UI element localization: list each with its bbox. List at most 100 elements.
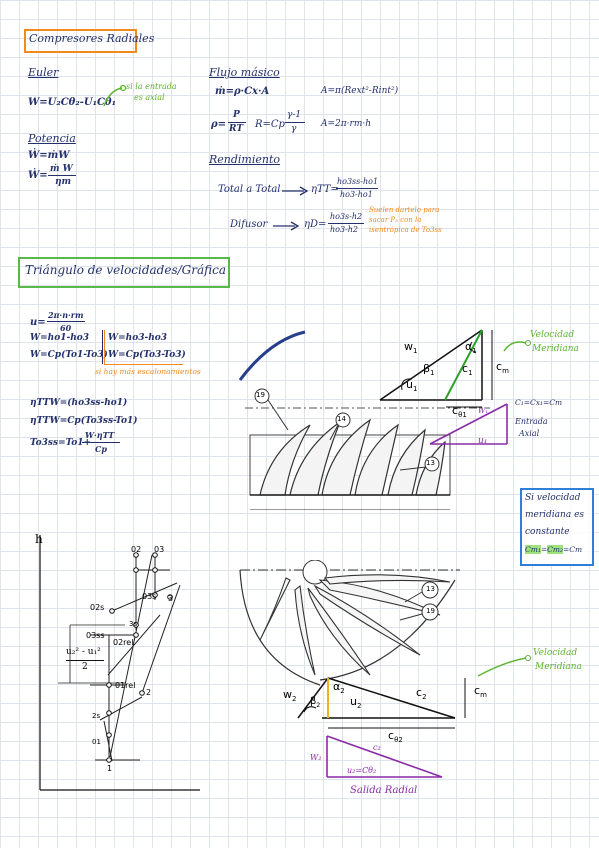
flujo-r: R=Cp — [255, 119, 285, 130]
difusor-label: Difusor — [230, 219, 268, 230]
flujo-r-den: γ — [291, 124, 297, 134]
rendimiento-heading: Rendimiento — [209, 153, 281, 166]
euler-formula: W=U₂Cθ₂-U₁Cθ₁ — [28, 97, 116, 108]
inlet-c1: c1 — [462, 362, 473, 378]
outlet-c2: c2 — [416, 686, 427, 702]
impeller-callout-19: 19 — [256, 391, 265, 399]
eff-eq-2: ηTTW=Cp(To3ss-To1) — [30, 416, 138, 426]
outlet-purple-triangle — [326, 735, 443, 778]
inlet-vel-mer-2: Meridiana — [532, 344, 579, 354]
flujo-rho-num: P — [233, 110, 240, 120]
inlet-velocity-triangle — [379, 329, 493, 408]
work-note: si hay más escalonamientos — [95, 367, 201, 376]
u-bar — [47, 321, 85, 322]
hs-2s: 2s — [92, 712, 101, 720]
inlet-ctheta1: cθ1 — [452, 404, 467, 420]
hs-1: 1 — [107, 764, 113, 773]
euler-note-line2: es axial — [134, 93, 165, 102]
euler-note-arrow — [103, 84, 127, 107]
meridional-box-line2: meridiana es — [525, 510, 585, 520]
potencia-formula-2: Ẇ= — [28, 170, 48, 181]
potencia-fraction-bar — [48, 175, 76, 176]
flujo-heading: Flujo másico — [209, 66, 280, 79]
difusor-bar — [328, 223, 364, 224]
difusor-den: ho3-h2 — [330, 225, 359, 234]
tt-num: ho3ss-ho1 — [337, 177, 379, 186]
tt-bar — [336, 188, 378, 189]
hs-03s: 03s — [142, 592, 157, 601]
outlet-tri-u2: u₂=Cθ₂ — [347, 766, 377, 775]
inlet-tri-w1: W₁ — [478, 407, 489, 415]
outlet-salida: Salida Radial — [350, 785, 418, 796]
inlet-alpha1: α1 — [465, 340, 477, 356]
potencia-heading: Potencia — [28, 132, 76, 145]
front-callout-13: 13 — [426, 585, 435, 593]
work-eq-3: W=ho3-ho3 — [108, 333, 168, 343]
tt-eq: ηTT= — [311, 184, 339, 195]
work-eq-1: W=ho1-ho3 — [30, 333, 90, 343]
work-divider — [102, 330, 103, 364]
outlet-alpha2: α2 — [333, 680, 345, 696]
potencia-den: ηm — [55, 177, 72, 187]
eff-eq-3-bar — [82, 442, 120, 443]
outlet-vel-mer-1: Velocidad — [533, 648, 578, 658]
eff-eq-3-num: W·ηTT — [85, 430, 115, 440]
eff-eq-1: ηTTW=(ho3ss-ho1) — [30, 398, 128, 408]
flujo-rho-den: RT — [229, 124, 244, 134]
flujo-rho-bar — [228, 122, 246, 123]
difusor-note-2: sacar P₃ con la — [369, 216, 422, 224]
inlet-tri-u1: u₁ — [478, 436, 488, 446]
work-bracket — [104, 330, 183, 365]
hs-2: 2 — [146, 688, 152, 697]
difusor-note-3: isentrópica de To3ss — [369, 226, 442, 234]
hs-frac-den: 2 — [82, 662, 88, 672]
inlet-u1: u1 — [406, 378, 418, 394]
hs-frac-bar — [66, 660, 104, 661]
eff-eq-3-den: Cp — [95, 444, 107, 454]
front-callout-19: 19 — [426, 607, 435, 615]
outlet-vel-mer-2: Meridiana — [535, 662, 582, 672]
hs-01: 01 — [92, 738, 101, 746]
outlet-beta2: β2 — [310, 696, 321, 709]
hs-02: 02 — [131, 545, 142, 554]
work-eq-2: W=Cp(To1-To3) — [30, 350, 108, 360]
outlet-tri-w2: W₂ — [310, 753, 322, 762]
inlet-entrada-2: Axial — [519, 429, 540, 438]
inlet-relation: C₁=Cx₁=Cm — [515, 398, 563, 407]
potencia-num: ṁ W — [50, 164, 73, 174]
hs-diagram — [39, 535, 200, 791]
hs-axis-h: h — [35, 532, 43, 546]
hs-03ss: 03ss — [86, 631, 105, 640]
difusor-note-1: Suelen dartelo para — [369, 206, 440, 214]
flujo-r-num: γ-1 — [287, 110, 302, 120]
flujo-r-bar — [285, 122, 305, 123]
impeller-callout-14: 14 — [337, 415, 346, 423]
tt-arrow — [282, 186, 309, 196]
section2-title-box — [18, 257, 230, 288]
outlet-meridional-arrow — [477, 655, 531, 677]
cm1-highlight: Cm₁ — [525, 545, 541, 554]
hs-02s: 02s — [90, 603, 105, 612]
inlet-beta1: β1 — [423, 362, 435, 378]
hs-3s: 3s — [129, 620, 138, 628]
flujo-rho: ρ= — [211, 119, 227, 130]
difusor-arrow — [273, 221, 300, 231]
inlet-meridional-arrow — [503, 340, 531, 352]
inlet-w1: w1 — [404, 340, 418, 356]
outlet-velocity-triangle — [297, 677, 466, 729]
impeller-side-view — [238, 330, 490, 510]
difusor-num: ho3s-h2 — [330, 212, 363, 221]
outlet-cm: cm — [474, 684, 487, 700]
flujo-area: A=2π·rm·h — [321, 119, 372, 129]
u-num: 2π·n·rm — [48, 310, 84, 320]
inlet-cm: cm — [496, 360, 509, 376]
impeller-front-view — [239, 560, 460, 686]
tt-den: ho3-ho1 — [340, 190, 373, 199]
outlet-u2: u2 — [350, 695, 362, 711]
flujo-formula-1: ṁ=ρ·Cx·A — [215, 86, 270, 97]
hs-01rel: 01rel — [115, 681, 136, 690]
hs-frac-num: u₂² - u₁² — [66, 647, 101, 657]
work-eq-4: W=Cp(To3-To3) — [108, 350, 186, 360]
title-box — [24, 29, 137, 53]
potencia-formula-1: Ẇ=ṁW — [28, 150, 70, 161]
